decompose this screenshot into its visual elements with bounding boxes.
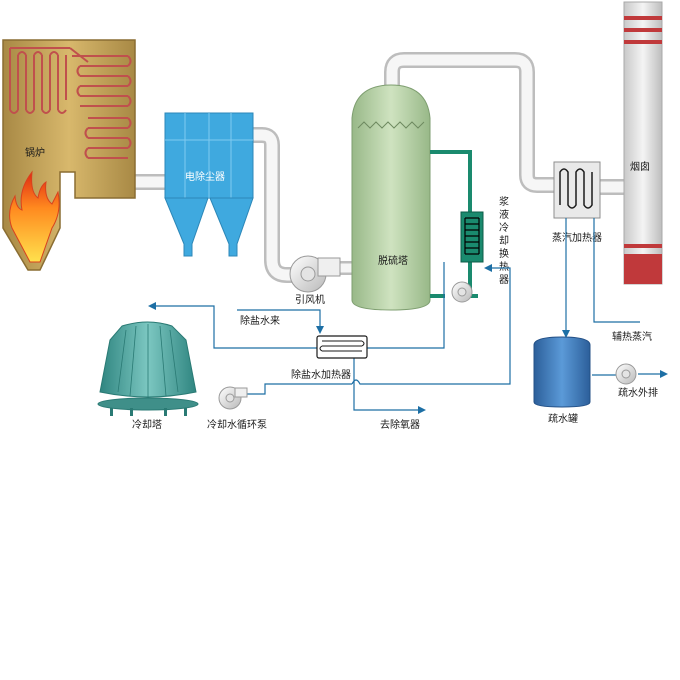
cooling-tower: 冷却塔 [97, 321, 199, 431]
chimney: 烟囱 [623, 1, 663, 285]
desulf-tower-label: 脱硫塔 [378, 254, 408, 267]
demin-water-heater: 除盐水加热器 [291, 335, 368, 381]
svg-text:热: 热 [499, 260, 509, 273]
aux-steam-label: 辅热蒸汽 [612, 330, 652, 343]
cw-pump-label: 冷却水循环泵 [207, 418, 267, 431]
desulfurization-tower: 脱硫塔 [351, 84, 431, 311]
drain-tank: 疏水罐 [533, 336, 591, 425]
steam-heater-label: 蒸汽加热器 [552, 231, 602, 244]
induced-draft-fan: 引风机 [289, 255, 341, 306]
cooling-tower-label: 冷却塔 [132, 418, 162, 431]
drain-tank-label: 疏水罐 [548, 412, 578, 425]
demin-heater-label: 除盐水加热器 [291, 368, 351, 381]
svg-text:冷: 冷 [499, 221, 509, 234]
electrostatic-precipitator: 电除尘器 [164, 112, 254, 257]
boiler: 锅炉 [2, 39, 136, 271]
esp-label: 电除尘器 [185, 170, 225, 183]
chimney-label: 烟囱 [630, 160, 650, 173]
svg-text:液: 液 [499, 208, 509, 221]
svg-text:器: 器 [499, 274, 509, 286]
slurry-heat-exchanger: 浆 液 冷 却 换 热 器 [460, 195, 509, 286]
demin-water-in-label: 除盐水来 [240, 314, 280, 327]
id-fan-label: 引风机 [295, 293, 325, 306]
svg-text:换: 换 [499, 247, 509, 260]
drain-out-label: 疏水外排 [618, 386, 658, 399]
slurry-hx-label: 浆 液 冷 却 换 热 器 [499, 195, 509, 286]
slurry-pump [451, 281, 473, 303]
cooling-water-pump: 冷却水循环泵 [207, 386, 267, 431]
to-deaerator-label: 去除氧器 [380, 418, 420, 431]
svg-text:浆: 浆 [499, 195, 509, 208]
boiler-coils [9, 47, 132, 159]
boiler-label: 锅炉 [25, 147, 45, 159]
steam-heater: 蒸汽加热器 [552, 161, 602, 244]
svg-text:却: 却 [499, 235, 509, 247]
water-pipes [148, 218, 668, 414]
fire-icon [9, 170, 60, 263]
drain-pump [615, 363, 637, 385]
